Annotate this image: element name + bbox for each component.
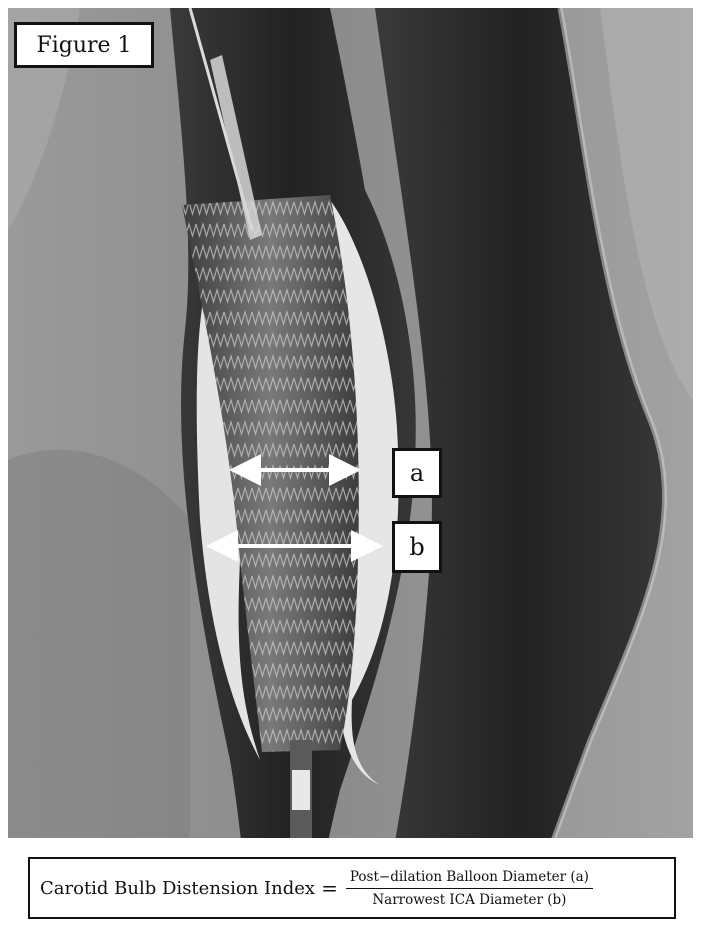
marker-a-label: a bbox=[392, 448, 442, 498]
figure-label: Figure 1 bbox=[14, 22, 154, 68]
formula-lhs: Carotid Bulb Distension Index bbox=[40, 878, 315, 899]
formula-denominator: Narrowest ICA Diameter (b) bbox=[368, 889, 570, 908]
formula-fraction: Post−dilation Balloon Diameter (a) Narro… bbox=[346, 869, 593, 908]
formula-numerator: Post−dilation Balloon Diameter (a) bbox=[346, 869, 593, 889]
formula-box: Carotid Bulb Distension Index = Post−dil… bbox=[28, 857, 676, 919]
marker-b-label: b bbox=[392, 521, 442, 573]
formula-equals: = bbox=[321, 876, 338, 900]
